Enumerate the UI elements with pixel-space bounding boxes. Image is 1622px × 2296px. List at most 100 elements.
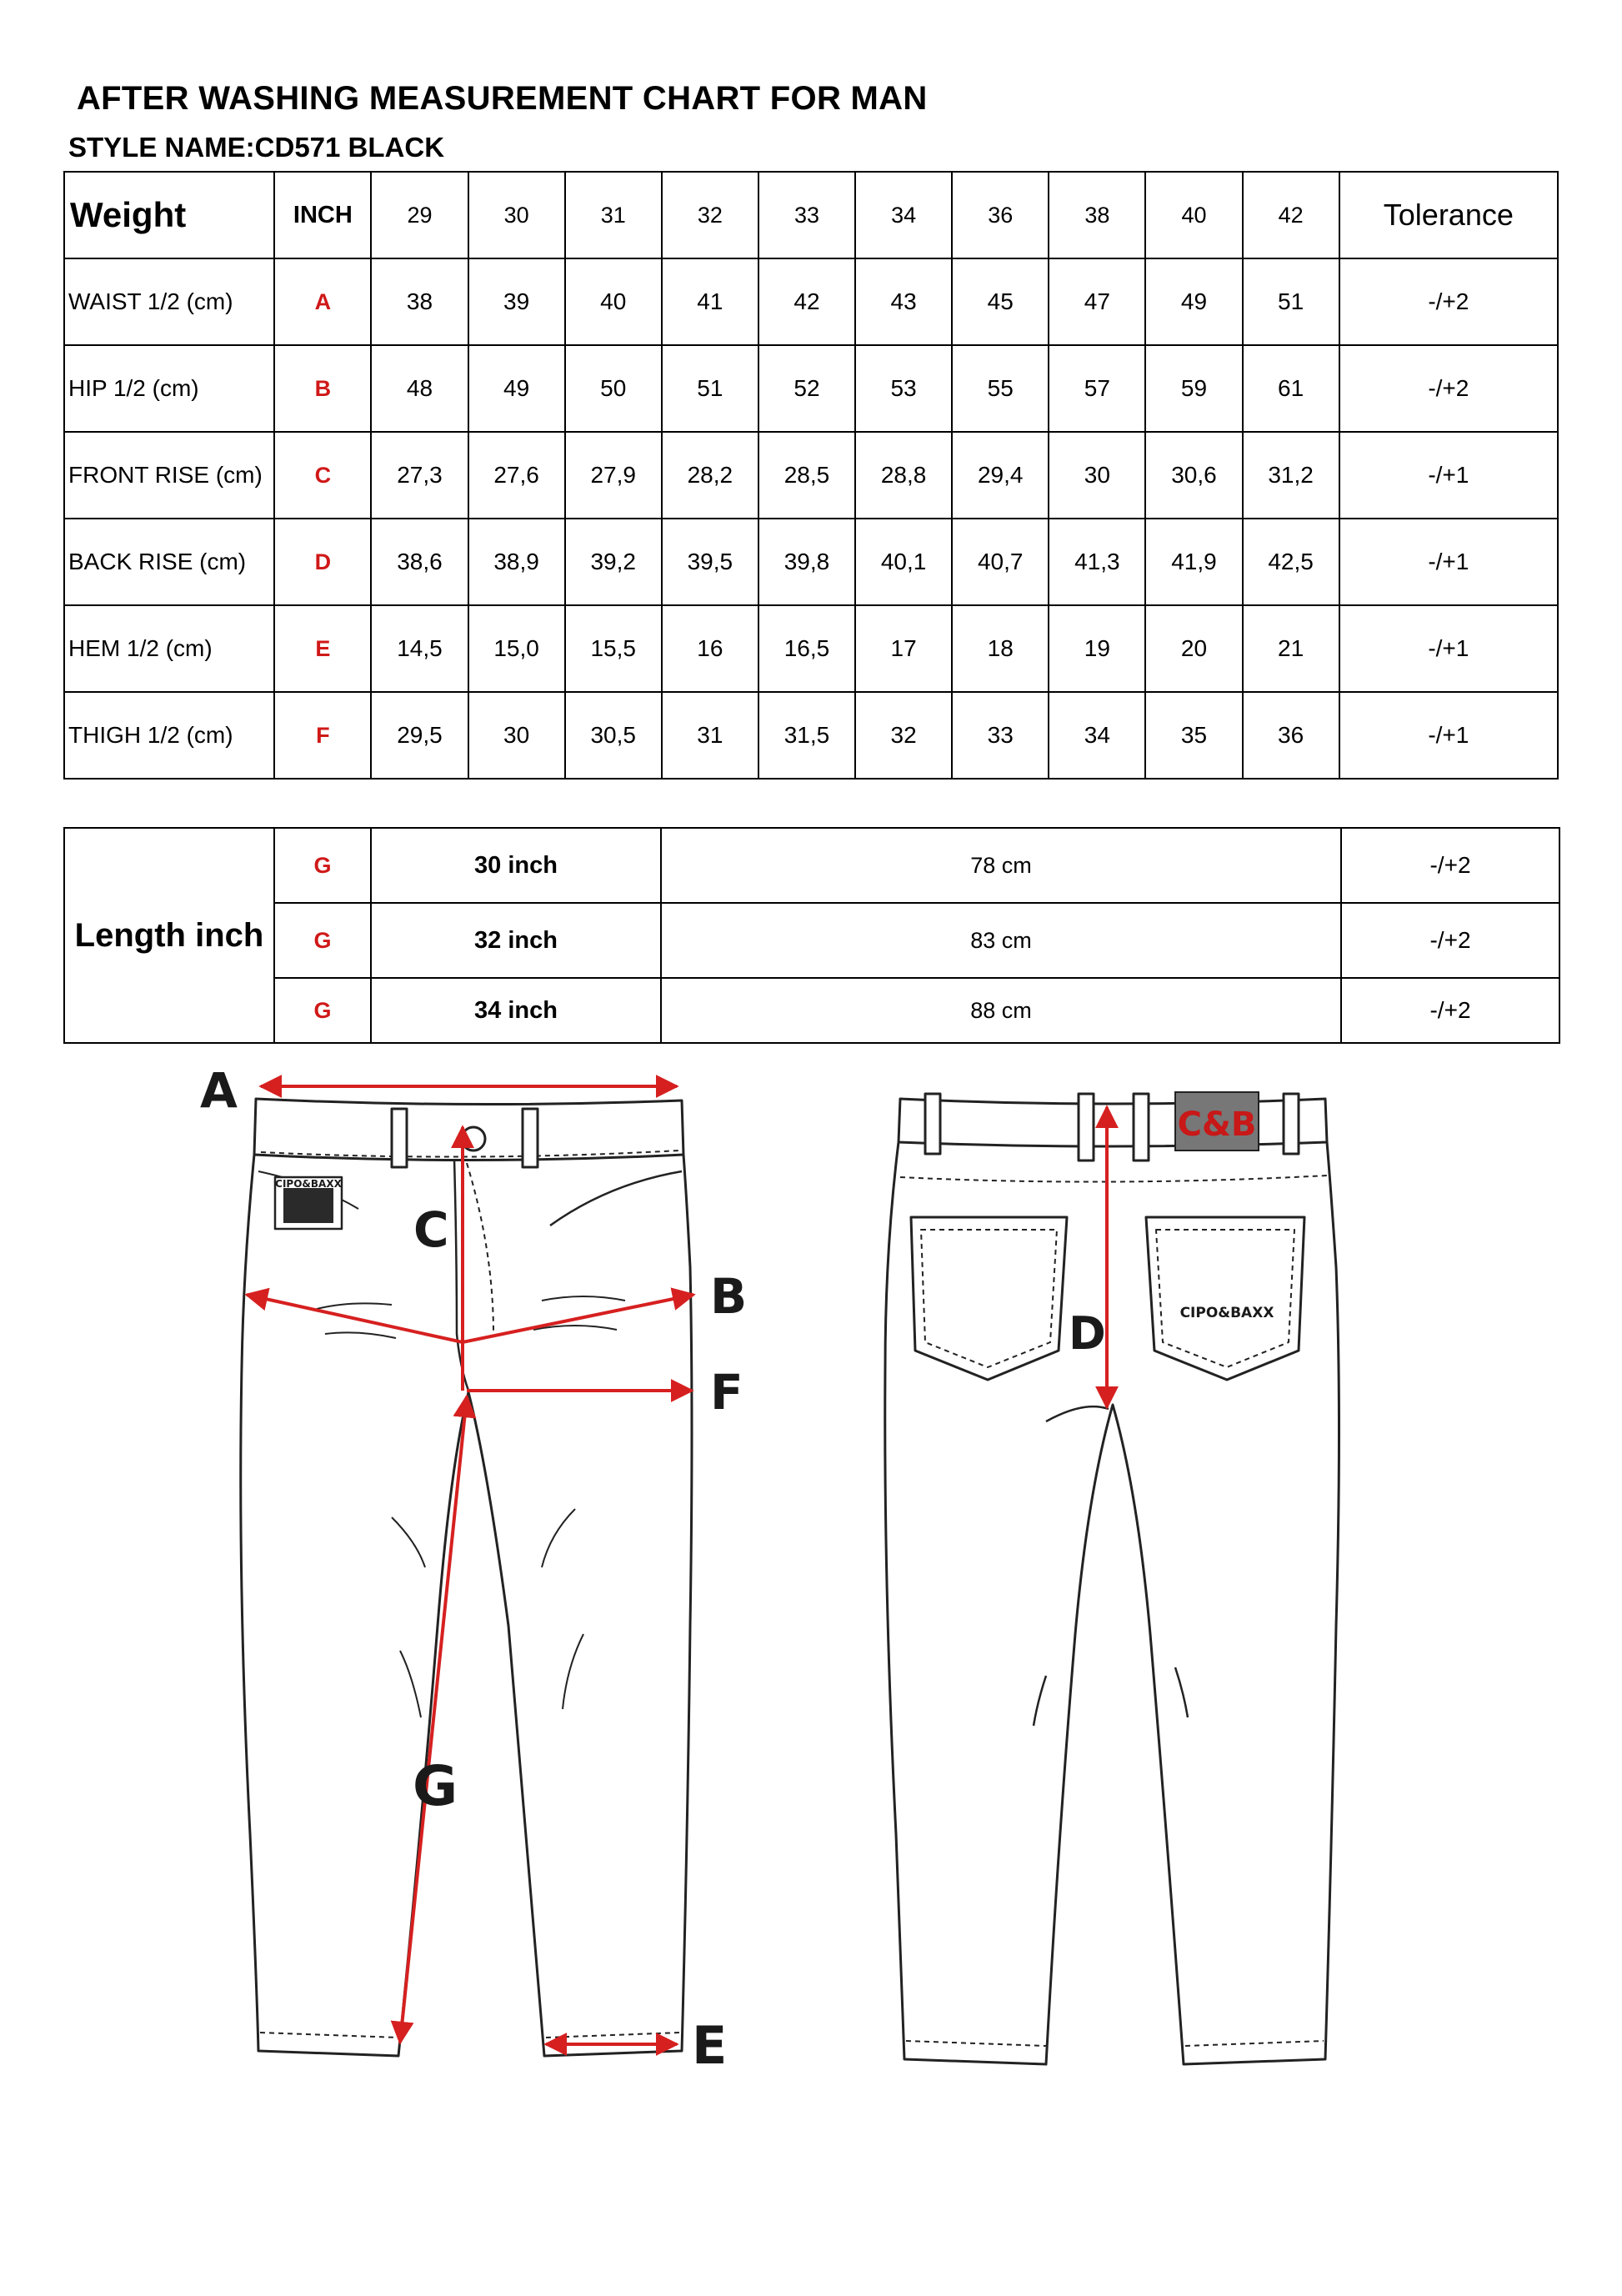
measurement-value: 39	[467, 258, 566, 346]
measurement-code: F	[273, 691, 373, 780]
measurement-value: 40,1	[854, 518, 954, 606]
measurement-value: 15,5	[563, 604, 663, 693]
measurement-value: 29,4	[951, 431, 1050, 519]
measurement-value: 39,5	[660, 518, 759, 606]
header-size: 40	[1144, 171, 1244, 259]
header-size: 38	[1048, 171, 1147, 259]
length-inch: 32 inch	[370, 902, 662, 979]
measurement-code: D	[273, 518, 373, 606]
measurement-value: 28,8	[854, 431, 954, 519]
measurement-value: 41,9	[1144, 518, 1244, 606]
header-size: 42	[1241, 171, 1340, 259]
measurement-value: 31	[660, 691, 759, 780]
measurement-value: 40	[563, 258, 663, 346]
measurement-value: 30,6	[1144, 431, 1244, 519]
header-size: 30	[467, 171, 566, 259]
front-patch-label: CIPO&BAXX	[275, 1178, 342, 1190]
measurement-value: 55	[951, 344, 1050, 433]
measurement-value: 59	[1144, 344, 1244, 433]
measurement-value: 27,3	[370, 431, 469, 519]
header-size: 29	[370, 171, 469, 259]
pocket-brand-label: CIPO&BAXX	[1180, 1305, 1274, 1321]
measurement-label: HIP 1/2 (cm)	[63, 344, 276, 433]
inseam-measure-line	[390, 1394, 477, 2045]
length-tolerance: -/+2	[1340, 827, 1560, 904]
document-title: AFTER WASHING MEASUREMENT CHART FOR MAN	[77, 80, 928, 117]
measurement-value: 20	[1144, 604, 1244, 693]
callout-g: G	[413, 1754, 458, 1818]
measurement-code: C	[273, 431, 373, 519]
callout-c: C	[413, 1201, 449, 1258]
header-size: 36	[951, 171, 1050, 259]
size-table-body: Weight INCH 29 30 31 32 33 34 36 38 40 4…	[63, 171, 1559, 780]
measurement-tolerance: -/+2	[1338, 258, 1559, 346]
measurement-value: 42	[757, 258, 857, 346]
header-weight: Weight	[63, 171, 276, 259]
length-label: Length inch	[63, 827, 275, 1044]
measurement-label: WAIST 1/2 (cm)	[63, 258, 276, 346]
length-row: G 34 inch 88 cm -/+2	[64, 977, 1560, 1044]
callout-a: A	[200, 1062, 238, 1119]
back-patch	[1174, 1091, 1259, 1151]
measurement-value: 48	[370, 344, 469, 433]
measurement-value: 51	[660, 344, 759, 433]
size-measurement-table: Weight INCH 29 30 31 32 33 34 36 38 40 4…	[63, 171, 1559, 780]
measurement-value: 16,5	[757, 604, 857, 693]
measurement-value: 31,5	[757, 691, 857, 780]
measurement-value: 57	[1048, 344, 1147, 433]
measurement-value: 49	[1144, 258, 1244, 346]
header-size: 33	[757, 171, 857, 259]
measurement-value: 16	[660, 604, 759, 693]
measurement-value: 29,5	[370, 691, 469, 780]
length-inch: 34 inch	[370, 977, 662, 1044]
length-tolerance: -/+2	[1340, 902, 1560, 979]
measurement-tolerance: -/+2	[1338, 344, 1559, 433]
style-name: STYLE NAME:CD571 BLACK	[68, 132, 445, 163]
header-inch: INCH	[273, 171, 373, 259]
measurement-value: 47	[1048, 258, 1147, 346]
measurement-value: 38,6	[370, 518, 469, 606]
header-size: 32	[660, 171, 759, 259]
measurement-value: 33	[951, 691, 1050, 780]
measurement-value: 30	[1048, 431, 1147, 519]
measurement-value: 35	[1144, 691, 1244, 780]
measurement-tolerance: -/+1	[1338, 518, 1559, 606]
header-size: 31	[563, 171, 663, 259]
measurement-value: 40,7	[951, 518, 1050, 606]
measurement-code: B	[273, 344, 373, 433]
measurement-value: 39,2	[563, 518, 663, 606]
header-size: 34	[854, 171, 954, 259]
measurement-code: E	[273, 604, 373, 693]
measurement-value: 15,0	[467, 604, 566, 693]
measurement-value: 17	[854, 604, 954, 693]
callout-f: F	[710, 1364, 743, 1421]
measurement-value: 28,5	[757, 431, 857, 519]
table-header-row: Weight INCH 29 30 31 32 33 34 36 38 40 4…	[63, 171, 1559, 259]
length-cm: 88 cm	[660, 977, 1342, 1044]
measurement-value: 30,5	[563, 691, 663, 780]
measurement-value: 19	[1048, 604, 1147, 693]
measurement-code: A	[273, 258, 373, 346]
length-code: G	[273, 902, 372, 979]
length-code: G	[273, 827, 372, 904]
callout-b: B	[710, 1268, 747, 1325]
measurement-tolerance: -/+1	[1338, 691, 1559, 780]
measurement-value: 21	[1241, 604, 1340, 693]
measurement-value: 52	[757, 344, 857, 433]
measurement-value: 36	[1241, 691, 1340, 780]
measurement-value: 38	[370, 258, 469, 346]
measurement-value: 14,5	[370, 604, 469, 693]
measurement-tolerance: -/+1	[1338, 604, 1559, 693]
measurement-value: 30	[467, 691, 566, 780]
measurement-value: 27,6	[467, 431, 566, 519]
measurement-label: FRONT RISE (cm)	[63, 431, 276, 519]
measurement-label: THIGH 1/2 (cm)	[63, 691, 276, 780]
length-cm: 83 cm	[660, 902, 1342, 979]
measurement-value: 51	[1241, 258, 1340, 346]
measurement-value: 43	[854, 258, 954, 346]
length-inch: 30 inch	[370, 827, 662, 904]
back-patch-label: C&B	[1178, 1105, 1257, 1144]
